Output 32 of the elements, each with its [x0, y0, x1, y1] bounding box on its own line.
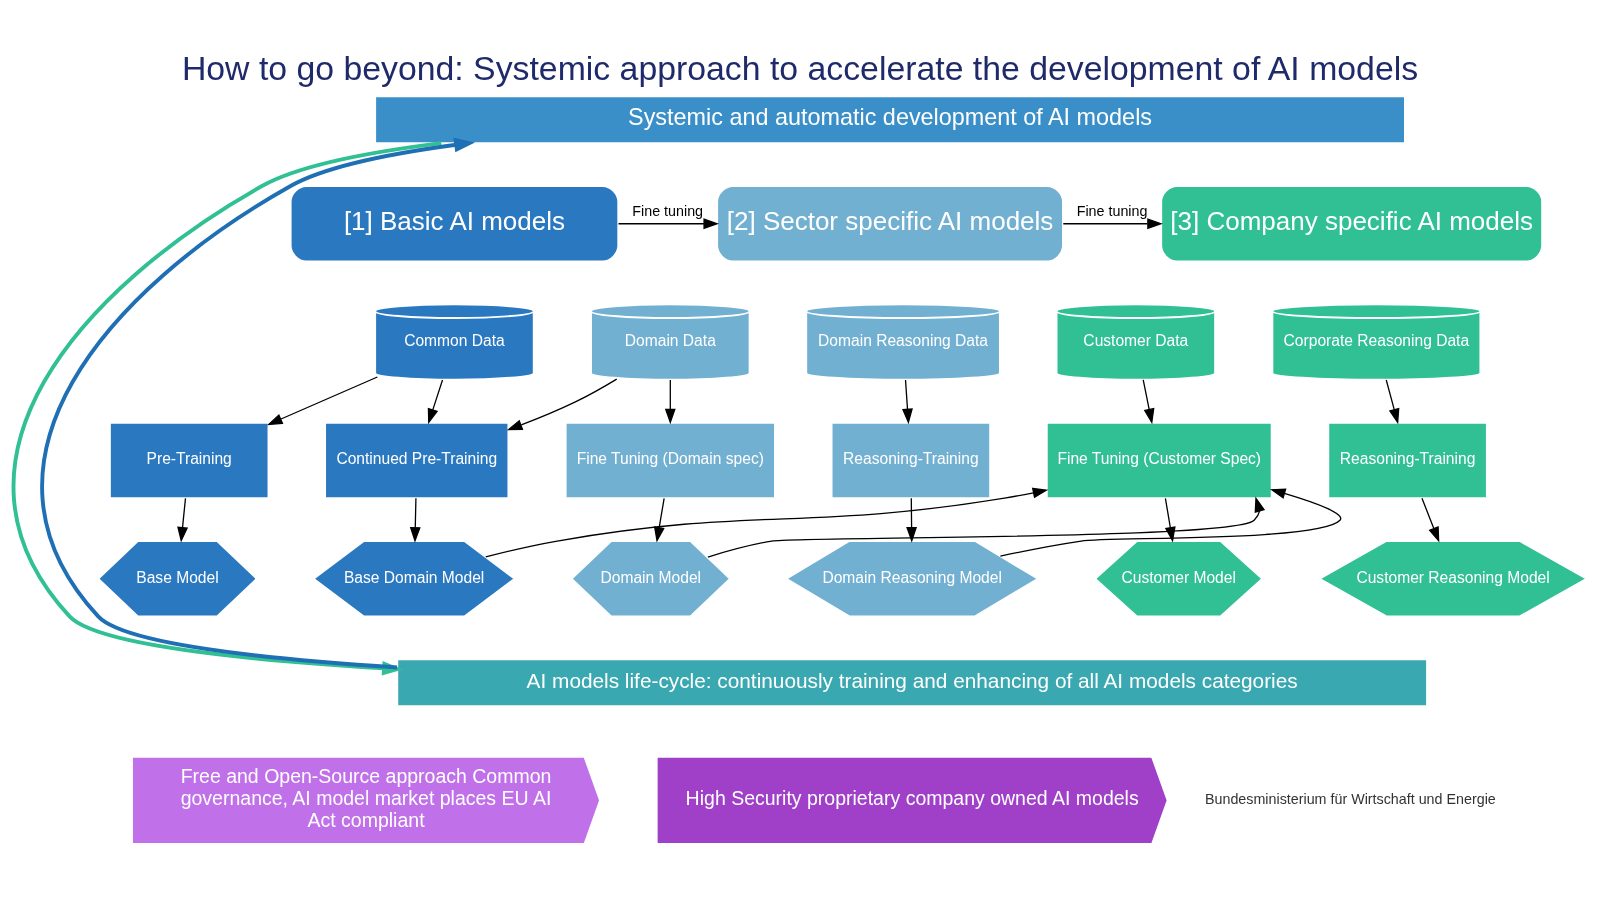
arrow	[902, 379, 913, 425]
arrow	[1142, 379, 1155, 425]
node-box: Reasoning-Training	[1327, 421, 1488, 500]
node-box: Fine Tuning (Domain spec)	[564, 421, 776, 500]
node-box: Reasoning-Training	[830, 421, 992, 500]
edge-label: Fine tuning	[1076, 202, 1148, 219]
node-box: AI models life-cycle: continuously training and enhancing of all AI models categories	[396, 658, 1429, 708]
arrow	[485, 487, 1049, 558]
node-box: Systemic and automatic development of AI models	[374, 95, 1406, 145]
node-box: [2] Sector specific AI models	[716, 185, 1064, 263]
edge-label: Fine tuning	[632, 202, 704, 219]
arrow	[664, 379, 676, 425]
arrow	[266, 376, 378, 426]
arrow	[427, 379, 444, 425]
arrow	[617, 218, 720, 230]
diagram-title: How to go beyond: Systemic approach to accelerate the development of AI models	[181, 49, 1419, 88]
arrow	[409, 497, 421, 543]
arrow	[177, 497, 188, 543]
arrow	[1062, 218, 1163, 230]
arrow	[707, 496, 1266, 558]
arrow	[999, 488, 1342, 557]
arrow	[506, 378, 618, 431]
node-box: [1] Basic AI models	[289, 185, 620, 263]
label: Bundesministerium für Wirtschaft und Energie	[1204, 791, 1496, 808]
arrow	[653, 497, 665, 543]
arrow	[1421, 497, 1440, 543]
arrow	[906, 497, 918, 543]
node-box: [3] Company specific AI models	[1160, 185, 1544, 263]
arrow	[1385, 379, 1400, 425]
node-box: Fine Tuning (Customer Spec)	[1045, 421, 1273, 500]
node-box: Continued Pre-Training	[324, 421, 510, 500]
node-box: Pre-Training	[108, 421, 270, 500]
